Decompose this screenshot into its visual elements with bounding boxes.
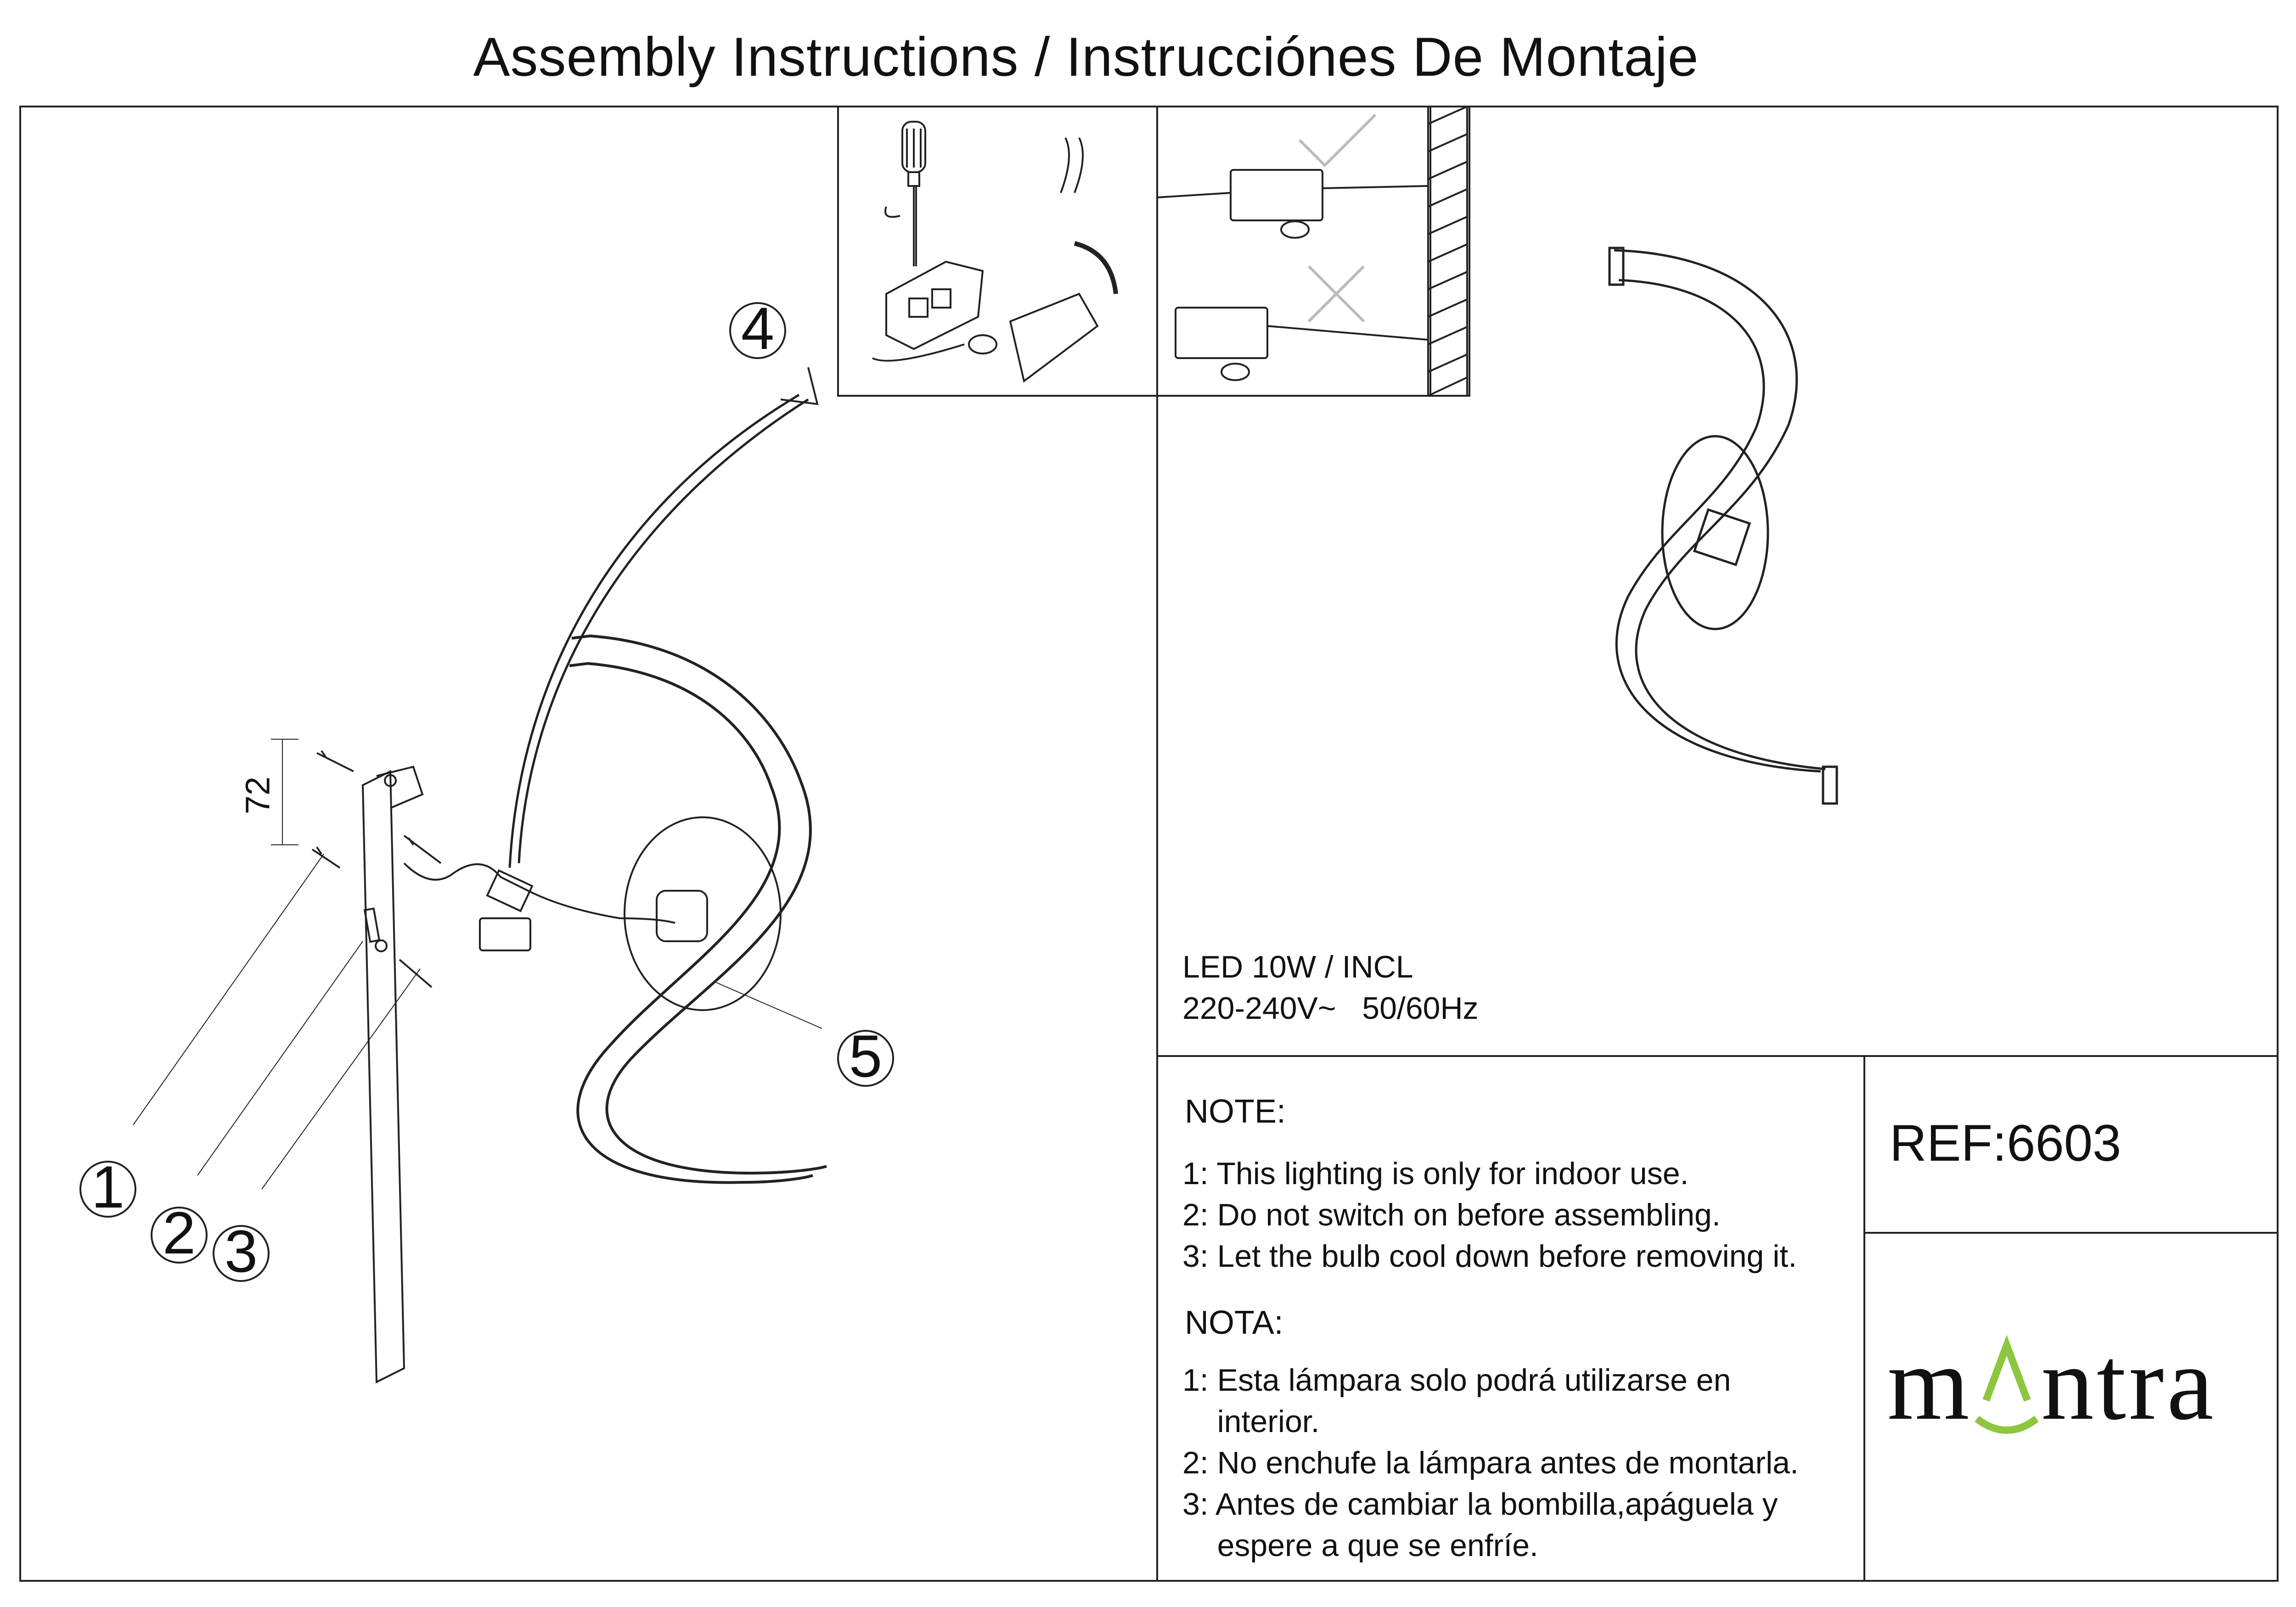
cross-icon	[1307, 265, 1365, 323]
wall-hatch-icon	[1427, 106, 1468, 397]
note-item: 2: Do not switch on before assembling.	[1182, 1197, 1721, 1232]
note-item: 3: Let the bulb cool down before removin…	[1182, 1239, 1797, 1274]
logo-accent-icon	[1975, 1335, 2039, 1434]
note-item: 1: This lighting is only for indoor use.	[1182, 1156, 1689, 1191]
dimension-label: 72	[238, 776, 277, 815]
callout-1: 1	[91, 1153, 125, 1220]
lamp-exploded-view	[133, 367, 827, 1384]
callout-4: 4	[741, 295, 775, 362]
page-title: Assembly Instructions / Instrucciónes De…	[473, 26, 1699, 88]
spec-power: LED 10W / INCL	[1182, 950, 1413, 984]
callout-5: 5	[849, 1023, 883, 1090]
spec-voltage: 220-240V~ 50/60Hz	[1182, 991, 1479, 1026]
curved-arrow-icon	[1074, 241, 1118, 294]
wiring-detail	[872, 121, 1118, 383]
nota-item: 1: Esta lámpara solo podrá utilizarse en	[1182, 1363, 1731, 1398]
screwdriver-icon	[901, 121, 926, 266]
connection-detail	[1157, 106, 1468, 397]
logo-text-left: m	[1887, 1325, 1972, 1442]
logo-text-right: ntra	[2041, 1325, 2217, 1442]
nota-item: 3: Antes de cambiar la bombilla,apáguela…	[1182, 1487, 1778, 1522]
nota-item: espere a que se enfríe.	[1182, 1528, 1538, 1563]
callout-2: 2	[162, 1199, 196, 1266]
lamp-assembled-view	[1608, 247, 1838, 805]
callout-circles	[79, 302, 894, 1282]
reference-number: REF:6603	[1890, 1114, 2122, 1172]
callout-3: 3	[224, 1218, 258, 1285]
nota-item: 2: No enchufe la lámpara antes de montar…	[1182, 1445, 1799, 1480]
note-heading: NOTE:	[1185, 1093, 1286, 1130]
nota-item: interior.	[1182, 1404, 1320, 1439]
rotate-arrow-icon	[884, 206, 900, 218]
wiring-detail-box	[837, 106, 1470, 397]
checkmark-icon	[1298, 113, 1377, 168]
nota-heading: NOTA:	[1185, 1304, 1283, 1341]
